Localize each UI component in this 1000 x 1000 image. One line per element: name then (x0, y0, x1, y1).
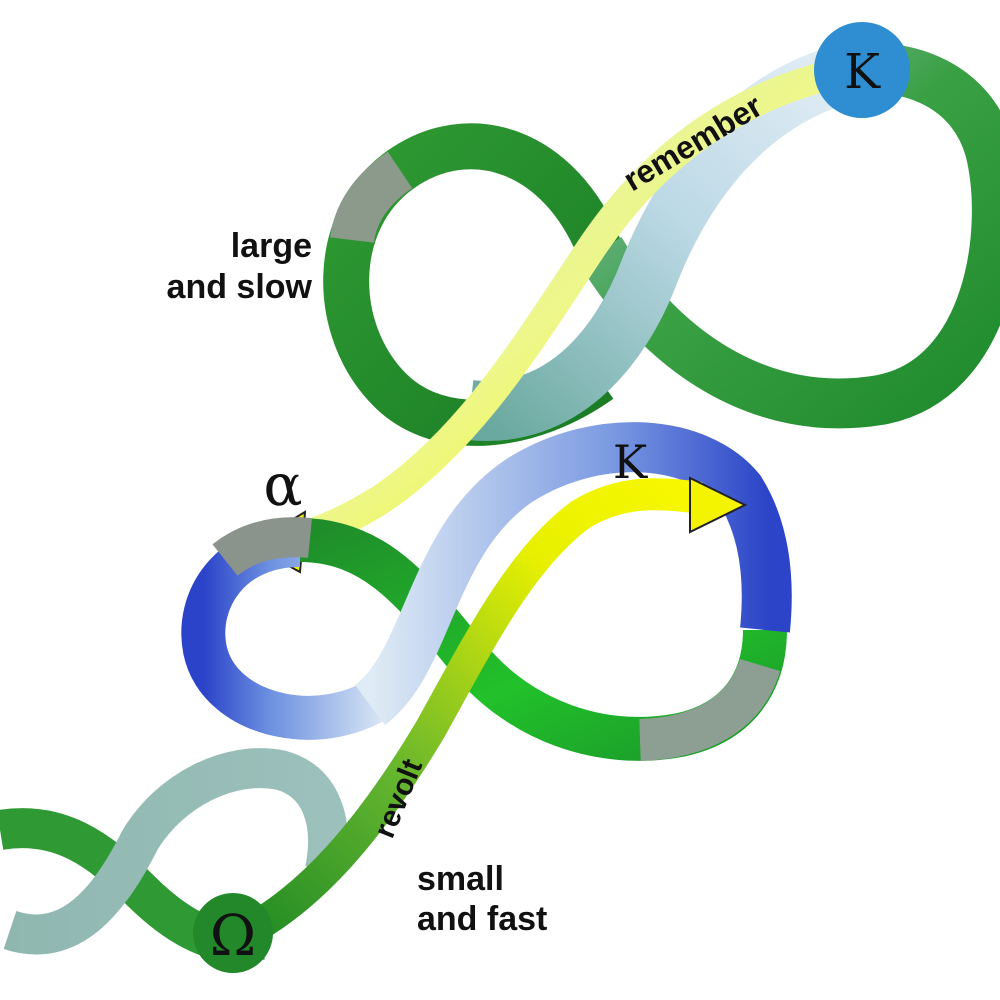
middle-loop (181, 422, 792, 761)
middle-loop-front-ribbon (353, 422, 792, 725)
bottom-scale-label-line2: and fast (417, 900, 547, 938)
k-label-top: K (844, 44, 881, 100)
top-scale-label-line2: and slow (167, 268, 313, 306)
middle-loop-twist (212, 517, 312, 577)
remember-arrow-ribbon (286, 60, 834, 555)
top-loop-right-lobe (578, 42, 1000, 429)
top-loop (323, 40, 1000, 446)
alpha-label: α (263, 451, 302, 519)
bottom-scale-label-line1: small (417, 860, 504, 898)
top-loop-twist (330, 151, 413, 244)
middle-loop-right-gray (638, 658, 781, 761)
revolt-arrow-ribbon (232, 478, 703, 950)
omega-circle (193, 893, 273, 973)
bottom-loop-teal (3, 748, 348, 955)
top-scale-label-line1: large (231, 227, 312, 265)
k-circle-top (814, 22, 910, 118)
omega-label: Ω (210, 904, 256, 969)
revolt-arrow-head (689, 476, 748, 534)
